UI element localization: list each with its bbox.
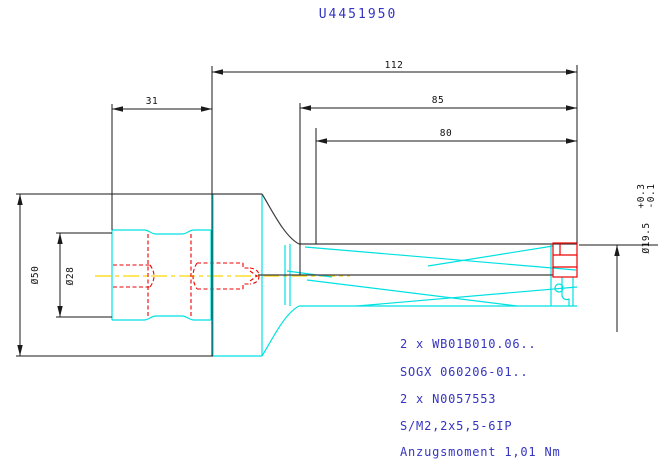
dim-80-value: 80: [440, 128, 452, 139]
dim-85: 85: [300, 95, 577, 111]
notes-block: 2 x WB01B010.06.. SOGX 060206-01.. 2 x N…: [400, 337, 561, 459]
hidden-bore-lines: [113, 234, 260, 316]
cutting-insert: [552, 242, 578, 278]
dim-dia50-value: Ø50: [30, 266, 41, 285]
tool-top-contour: [213, 193, 577, 276]
note-line-2: SOGX 060206-01..: [400, 365, 528, 379]
note-line-3: 2 x N0057553: [400, 392, 496, 406]
dim-dia19-5: Ø19.5 +0.3 -0.1: [614, 184, 657, 332]
dim-dia28: Ø28: [57, 233, 76, 317]
dim-dia19-5-tol-lower: -0.1: [646, 184, 657, 209]
dim-112-value: 112: [385, 60, 404, 71]
dim-80: 80: [316, 128, 577, 144]
dimension-lines: 112 85 80 31 Ø50: [16, 60, 658, 357]
dim-112: 112: [212, 60, 577, 75]
dim-dia28-value: Ø28: [65, 267, 76, 286]
note-line-4: S/M2,2x5,5-6IP: [400, 419, 512, 433]
note-line-5: Anzugsmoment 1,01 Nm: [400, 445, 561, 459]
dim-dia19-5-value: Ø19.5: [641, 222, 652, 253]
dim-85-value: 85: [432, 95, 444, 106]
dim-31: 31: [112, 96, 212, 112]
drawing-title: U4451950: [319, 7, 398, 22]
dim-dia50: Ø50: [17, 194, 41, 356]
dim-dia19-5-tol-upper: +0.3: [636, 184, 647, 209]
dim-31-value: 31: [146, 96, 158, 107]
note-line-1: 2 x WB01B010.06..: [400, 337, 536, 351]
